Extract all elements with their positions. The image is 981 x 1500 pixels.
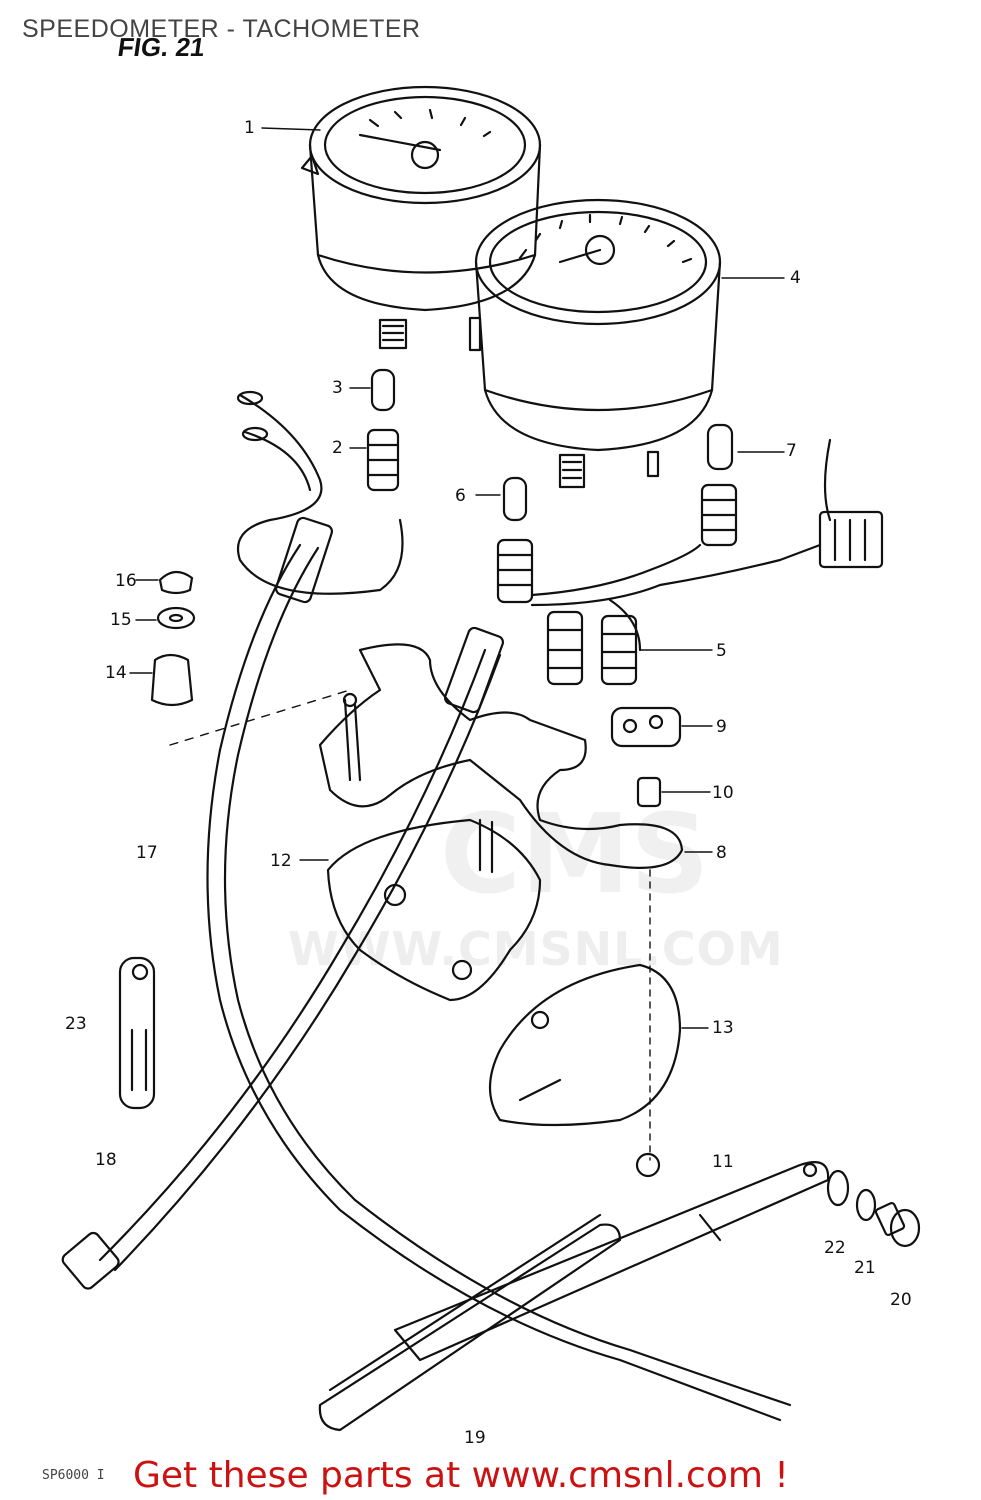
socket-2[interactable] — [366, 428, 400, 492]
stay-19[interactable] — [318, 1213, 622, 1432]
callout-9: 9 — [716, 717, 727, 737]
callout-17: 17 — [136, 843, 158, 863]
callout-6: 6 — [455, 486, 466, 506]
grommet[interactable] — [635, 1152, 661, 1178]
speedometer[interactable] — [300, 85, 542, 352]
wiring-harness[interactable] — [236, 390, 884, 652]
callout-13: 13 — [712, 1018, 734, 1038]
callout-3: 3 — [332, 378, 343, 398]
callout-20: 20 — [890, 1290, 912, 1310]
bracket-8[interactable] — [318, 643, 684, 869]
cable-17[interactable] — [206, 516, 792, 1422]
socket-7[interactable] — [700, 483, 738, 547]
washer-21[interactable] — [855, 1188, 877, 1222]
bulb-6[interactable] — [502, 476, 528, 522]
page-title: SPEEDOMETER - TACHOMETER — [22, 15, 421, 43]
callout-14: 14 — [105, 663, 127, 683]
callout-11: 11 — [712, 1152, 734, 1172]
socket-5[interactable] — [546, 610, 638, 686]
callout-12: 12 — [270, 851, 292, 871]
tachometer[interactable] — [474, 198, 722, 489]
callout-8: 8 — [716, 843, 727, 863]
cable-18[interactable] — [60, 626, 505, 1291]
bolt-20[interactable] — [874, 1201, 921, 1248]
callout-7: 7 — [786, 441, 797, 461]
damper-9[interactable] — [610, 706, 682, 748]
callout-4: 4 — [790, 268, 801, 288]
strap-23[interactable] — [118, 956, 156, 1110]
callout-16: 16 — [115, 571, 137, 591]
washer-22[interactable] — [826, 1169, 850, 1207]
callout-19: 19 — [464, 1428, 486, 1448]
housing-12[interactable] — [326, 818, 542, 1002]
bulb-7[interactable] — [706, 423, 734, 471]
callout-2: 2 — [332, 438, 343, 458]
washer-15[interactable] — [156, 606, 196, 630]
nut-16[interactable] — [158, 570, 194, 595]
callout-10: 10 — [712, 783, 734, 803]
shop-link[interactable]: Get these parts at www.cmsnl.com ! — [133, 1455, 789, 1496]
stay-11[interactable] — [393, 1161, 830, 1362]
callout-1: 1 — [244, 118, 255, 138]
diagram-code: SP6000 I — [42, 1468, 105, 1483]
callout-5: 5 — [716, 641, 727, 661]
callout-18: 18 — [95, 1150, 117, 1170]
callout-23: 23 — [65, 1014, 87, 1034]
callout-15: 15 — [110, 610, 132, 630]
callout-22: 22 — [824, 1238, 846, 1258]
cover-13[interactable] — [489, 963, 682, 1127]
socket-6[interactable] — [496, 538, 534, 604]
cushion-14[interactable] — [150, 653, 194, 707]
collar-10[interactable] — [636, 776, 662, 808]
callout-21: 21 — [854, 1258, 876, 1278]
leader-lines — [129, 127, 785, 1161]
bulb-3[interactable] — [370, 368, 396, 412]
